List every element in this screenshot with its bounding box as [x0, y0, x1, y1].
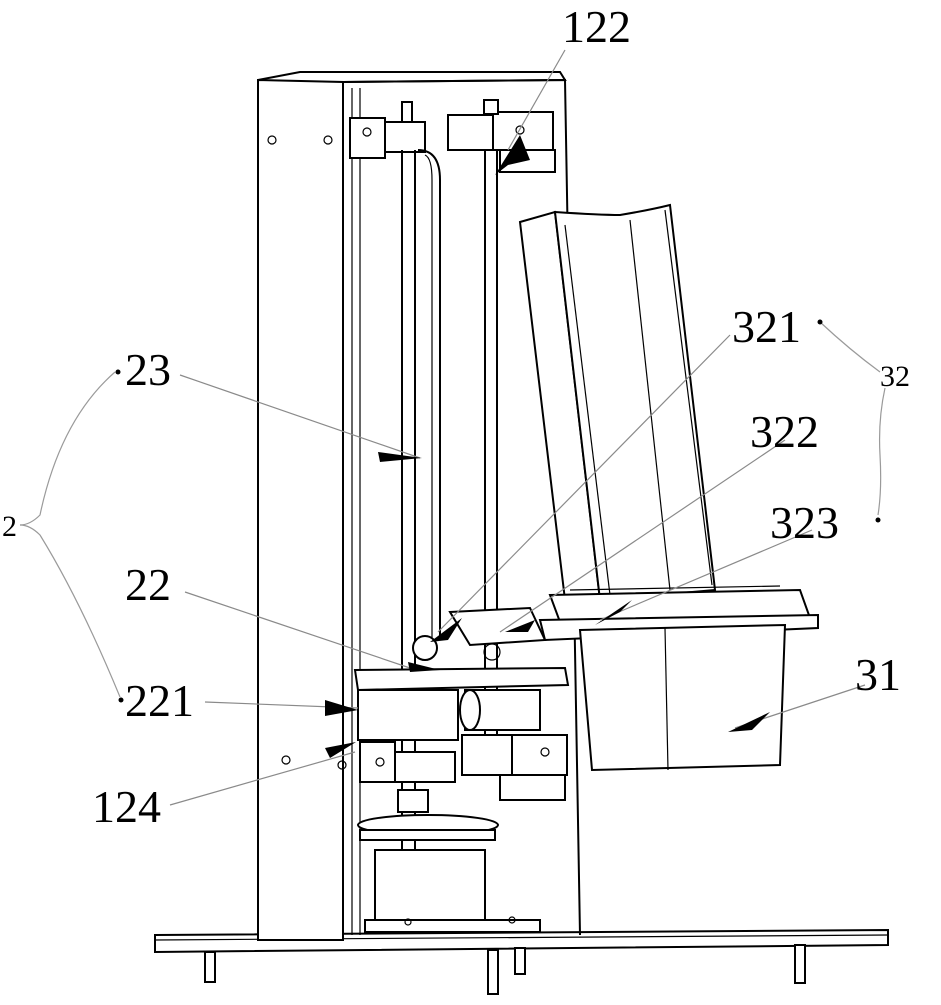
label-124: 124 — [92, 781, 161, 832]
label-221: 221 — [125, 675, 194, 726]
arrow-322 — [505, 620, 535, 632]
arrow-23 — [378, 452, 422, 462]
arrow-31 — [728, 712, 770, 732]
top-bearing-right — [447, 99, 556, 173]
label-321: 321 — [732, 301, 801, 352]
label-2: 2 — [2, 510, 17, 543]
motor-box — [578, 623, 787, 772]
label-31: 31 — [855, 649, 901, 700]
lower-bearing-left — [359, 741, 456, 783]
label-323: 323 — [770, 497, 839, 548]
pointer-arrows — [325, 135, 770, 758]
top-bearing-left — [349, 101, 426, 159]
arrow-122 — [495, 135, 530, 175]
bottom-motor — [364, 849, 541, 933]
lower-bearing-right — [461, 734, 568, 801]
brace-32 — [817, 319, 886, 523]
label-322: 322 — [750, 406, 819, 457]
main-frame — [257, 71, 581, 941]
label-22: 22 — [125, 559, 171, 610]
arrow-221 — [325, 700, 358, 716]
brace-2 — [19, 369, 124, 703]
arrow-124 — [325, 742, 356, 758]
label-32: 32 — [880, 360, 910, 393]
bottom-coupling — [357, 789, 499, 841]
label-23: 23 — [125, 344, 171, 395]
arrow-321 — [430, 618, 462, 642]
cable-loop — [417, 149, 441, 640]
hopper-chute — [518, 203, 717, 602]
label-122: 122 — [562, 1, 631, 52]
arrow-22 — [408, 662, 440, 672]
arrow-323 — [595, 600, 632, 625]
slider-carriage — [353, 606, 570, 741]
